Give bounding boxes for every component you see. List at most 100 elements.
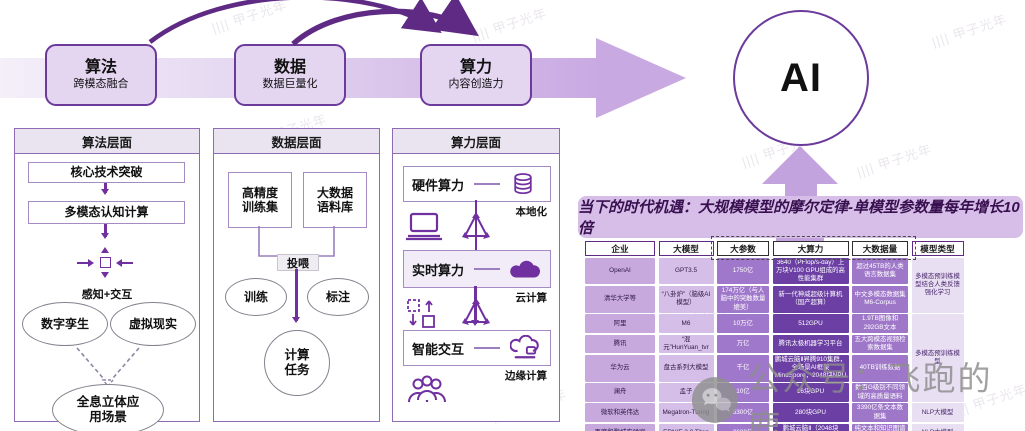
table-cell: 华为云 <box>585 354 655 382</box>
hardware-compute-row: 硬件算力 <box>403 166 551 202</box>
cloud-tag: 云计算 <box>515 292 548 304</box>
converge-right-stem <box>122 262 133 265</box>
converge-up-icon <box>100 247 109 253</box>
table-cell: 512GPU <box>772 314 849 334</box>
labeling-ellipse: 标注 <box>307 278 369 316</box>
virtual-reality-ellipse: 虚拟现实 <box>110 302 196 346</box>
table-cell: 万亿 <box>717 334 769 354</box>
table-cell: 超过45TB的人类语言数据集 <box>852 257 908 285</box>
flow-box-title: 算法 <box>84 59 117 77</box>
table-cell: OpenAI <box>585 257 655 285</box>
table-cell: 腾讯太极机器学习平台 <box>772 334 849 354</box>
recycle-icon <box>462 298 490 325</box>
row-label: 实时算力 <box>412 262 465 278</box>
smart-interaction-row: 智能交互 <box>403 330 551 366</box>
converge-down-icon <box>100 272 109 278</box>
down-arrow-icon <box>104 183 107 193</box>
table-cell: 千亿 <box>717 354 769 382</box>
table-header: 企业 <box>585 241 655 256</box>
up-arrow-stem <box>785 183 817 198</box>
multimodal-box: 多模态认知计算 <box>28 201 185 224</box>
flow-box-subtitle: 数据巨量化 <box>262 77 318 90</box>
table-cell: 280块GPU <box>772 403 849 423</box>
down-arrow-icon <box>104 224 107 237</box>
table-header: 模型类型 <box>911 241 964 256</box>
background-watermark: |||| 甲子光年 <box>929 11 1009 50</box>
swap-icon <box>407 299 435 328</box>
table-cell: 3390亿条文本数据集 <box>852 403 908 423</box>
table-cell: 2600亿 <box>717 423 769 431</box>
panel-data-title: 数据层面 <box>214 129 379 154</box>
table-cell: “八卦炉”（脑级AI模型） <box>658 285 714 313</box>
up-arrow-icon <box>762 146 838 184</box>
edge-cloud-icon <box>510 335 539 359</box>
table-cell: 微软和英伟达 <box>585 403 655 423</box>
training-ellipse: 训练 <box>225 278 287 316</box>
down-arrow-icon <box>295 269 298 321</box>
flow-box-title: 数据 <box>273 59 306 77</box>
local-tag: 本地化 <box>515 206 548 218</box>
table-cell: 盘古系列大模型 <box>658 354 714 382</box>
panel-algorithm: 算法层面 核心技术突破 多模态认知计算 感知+交互 数字孪生 虚拟现实 全息立体… <box>14 128 200 431</box>
era-opportunity-banner: 当下的时代机遇：大规模模型的摩尔定律-单模型参数量每年增长10倍 <box>578 196 1023 238</box>
panel-compute: 算力层面 硬件算力 本地化 <box>392 128 560 422</box>
converge-left-icon <box>116 258 122 267</box>
core-tech-box: 核心技术突破 <box>28 162 185 183</box>
panel-compute-title: 算力层面 <box>393 129 559 154</box>
watermark-text: 公众号：飞跑的鹿 <box>747 360 993 431</box>
table-cell: 鹏城云脑Ⅱ（2048块GPU）和百度飞桨 <box>772 423 849 431</box>
watermark: 公众号：飞跑的鹿 <box>690 352 1025 431</box>
row-label: 硬件算力 <box>412 177 465 193</box>
database-icon <box>514 173 532 195</box>
table-cell: M6 <box>658 314 714 334</box>
holographic-ellipse: 全息立体应 用场景 <box>52 384 164 431</box>
perception-label: 感知+交互 <box>81 289 133 301</box>
table-cell: 五大跨模态视频检索数据集 <box>852 334 908 354</box>
wechat-icon <box>691 377 738 423</box>
realtime-compute-row: 实时算力 <box>403 250 551 288</box>
cloud-icon <box>510 260 541 278</box>
flow-box-data: 数据 数据巨量化 <box>234 44 346 106</box>
row-label: 智能交互 <box>412 341 465 357</box>
table-cell: 40TB训练数据 <box>852 354 908 382</box>
compute-task-circle: 计算 任务 <box>264 330 330 396</box>
panel-data: 数据层面 高精度 训练集 大数据 语料库 投喂 训练 标注 计算 任务 <box>213 128 380 422</box>
table-cell: ERNIE 3.0 Titan <box>658 423 714 431</box>
table-header: 大参数 <box>717 241 769 256</box>
table-cell: 174万亿（与人脑中的突触数量媲美） <box>717 285 769 313</box>
table-cell: 澜舟 <box>585 383 655 402</box>
table-cell: 阿里 <box>585 314 655 334</box>
training-set-box: 高精度 训练集 <box>228 172 292 228</box>
table-cell: 清华大学等 <box>585 285 655 313</box>
converge-square-icon <box>100 257 111 268</box>
panel-algorithm-title: 算法层面 <box>15 129 199 154</box>
table-cell: NLP大模型 <box>911 403 964 423</box>
feed-label: 投喂 <box>277 254 319 271</box>
table-cell: 腾讯 <box>585 334 655 354</box>
table-header: 大数据量 <box>852 241 908 256</box>
flow-box-subtitle: 内容创造力 <box>448 77 504 90</box>
table-cell: 1.9TB图像和292GB文本 <box>852 314 908 334</box>
table-cell: 多模态预训练模型 <box>911 314 964 402</box>
connector-line <box>475 200 478 250</box>
laptop-icon <box>406 212 442 241</box>
table-cell: 16块GPU <box>772 383 849 402</box>
flow-box-title: 算力 <box>459 59 492 77</box>
banner-text: 当下的时代机遇：大规模模型的摩尔定律-单模型参数量每年增长10倍 <box>578 199 1020 237</box>
table-header: 大算力 <box>772 241 849 256</box>
converge-left-stem <box>77 262 88 265</box>
table-cell: 10万亿 <box>717 314 769 334</box>
table-header: 大模型 <box>658 241 714 256</box>
table-cell: NLP大模型 <box>911 423 964 431</box>
edge-tag: 边缘计算 <box>505 370 547 382</box>
dash-line <box>474 183 501 185</box>
ai-circle: AI <box>733 10 869 146</box>
table-cell: 3640（PFlop/s-day）上万块V100 GPU组成的高性能集群 <box>772 257 849 285</box>
table-cell: 中文多模态数据集M6-Corpus <box>852 285 908 313</box>
flow-box-algorithm: 算法 跨模态融合 <box>45 44 157 106</box>
digital-twin-ellipse: 数字孪生 <box>22 302 108 346</box>
table-cell: 数百G级别不同领域的高质量语料 <box>852 383 908 402</box>
flow-arrow-head <box>596 38 686 118</box>
